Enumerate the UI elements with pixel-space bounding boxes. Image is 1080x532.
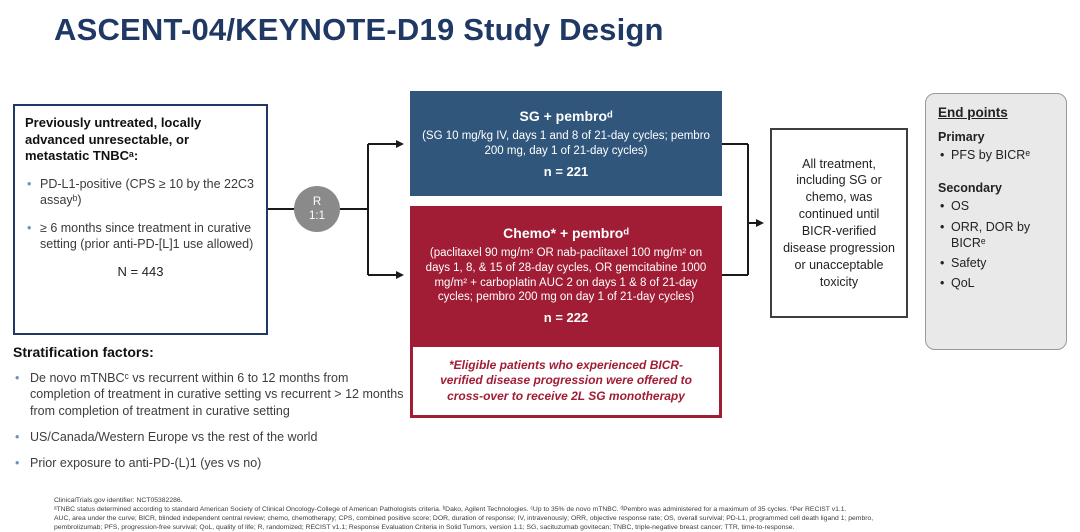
endpoints-secondary-label: Secondary xyxy=(938,181,1002,196)
endpoints-primary-list: PFS by BICRᵉ xyxy=(938,147,1054,164)
arm-sg-n-count: n = 221 xyxy=(543,163,589,179)
stratification-bullet: De novo mTNBCᶜ vs recurrent within 6 to … xyxy=(13,370,409,419)
randomization-circle: R 1:1 xyxy=(294,186,340,232)
endpoint-item: OS xyxy=(940,198,1054,215)
endpoint-item: PFS by BICRᵉ xyxy=(940,147,1054,164)
randomization-ratio-label: 1:1 xyxy=(309,210,325,222)
footnotes: ClinicalTrials.gov identifier: NCT053822… xyxy=(54,497,1066,532)
stratification-bullet: Prior exposure to anti-PD-(L)1 (yes vs n… xyxy=(13,455,409,472)
stratification-list: De novo mTNBCᶜ vs recurrent within 6 to … xyxy=(13,370,409,481)
stratification-bullet: US/Canada/Western Europe vs the rest of … xyxy=(13,429,409,446)
treatment-continuation-text: All treatment, including SG or chemo, wa… xyxy=(783,156,895,289)
endpoint-item: QoL xyxy=(940,275,1054,292)
population-box: Previously untreated, locally advanced u… xyxy=(13,104,268,335)
slide-title: ASCENT-04/KEYNOTE-D19 Study Design xyxy=(54,12,664,47)
footnote-line: AUC, area under the curve; BICR, blinded… xyxy=(54,514,874,522)
population-bullet: ≥ 6 months since treatment in curative s… xyxy=(27,220,256,252)
population-bullet-list: PD-L1-positive (CPS ≥ 10 by the 22C3 ass… xyxy=(25,176,256,252)
endpoint-item: Safety xyxy=(940,255,1054,272)
endpoints-box: End points Primary PFS by BICRᵉ Secondar… xyxy=(925,93,1067,350)
arm-chemo-title: Chemo* + pembroᵈ xyxy=(503,224,629,241)
arm-sg-box: SG + pembroᵈ (SG 10 mg/kg IV, days 1 and… xyxy=(410,91,722,196)
endpoints-primary-label: Primary xyxy=(938,130,985,144)
footnote-line: ᵃTNBC status determined according to sta… xyxy=(54,505,847,513)
arm-chemo-dosing: (paclitaxel 90 mg/m² OR nab-paclitaxel 1… xyxy=(425,246,707,304)
arm-chemo-n-count: n = 222 xyxy=(543,310,589,326)
population-header: Previously untreated, locally advanced u… xyxy=(25,115,202,164)
population-bullet: PD-L1-positive (CPS ≥ 10 by the 22C3 ass… xyxy=(27,176,256,208)
treatment-continuation-box: All treatment, including SG or chemo, wa… xyxy=(770,128,908,318)
arm-sg-title: SG + pembroᵈ xyxy=(519,108,613,125)
footnote-line: pembrolizumab; PFS, progression-free sur… xyxy=(54,523,795,531)
footnote-line: ClinicalTrials.gov identifier: NCT053822… xyxy=(54,497,183,504)
arm-chemo-box: Chemo* + pembroᵈ (paclitaxel 90 mg/m² OR… xyxy=(410,206,722,344)
arm-sg-dosing: (SG 10 mg/kg IV, days 1 and 8 of 21-day … xyxy=(422,130,710,157)
endpoint-item: ORR, DOR by BICRᵉ xyxy=(940,219,1054,252)
crossover-note-box: *Eligible patients who experienced BICR-… xyxy=(410,344,722,418)
endpoints-header: End points xyxy=(938,105,1008,120)
endpoints-secondary-list: OS ORR, DOR by BICRᵉ Safety QoL xyxy=(938,198,1054,292)
stratification-heading: Stratification factors: xyxy=(13,344,154,360)
randomization-r-label: R xyxy=(312,195,322,208)
population-n-count: N = 443 xyxy=(117,263,164,279)
